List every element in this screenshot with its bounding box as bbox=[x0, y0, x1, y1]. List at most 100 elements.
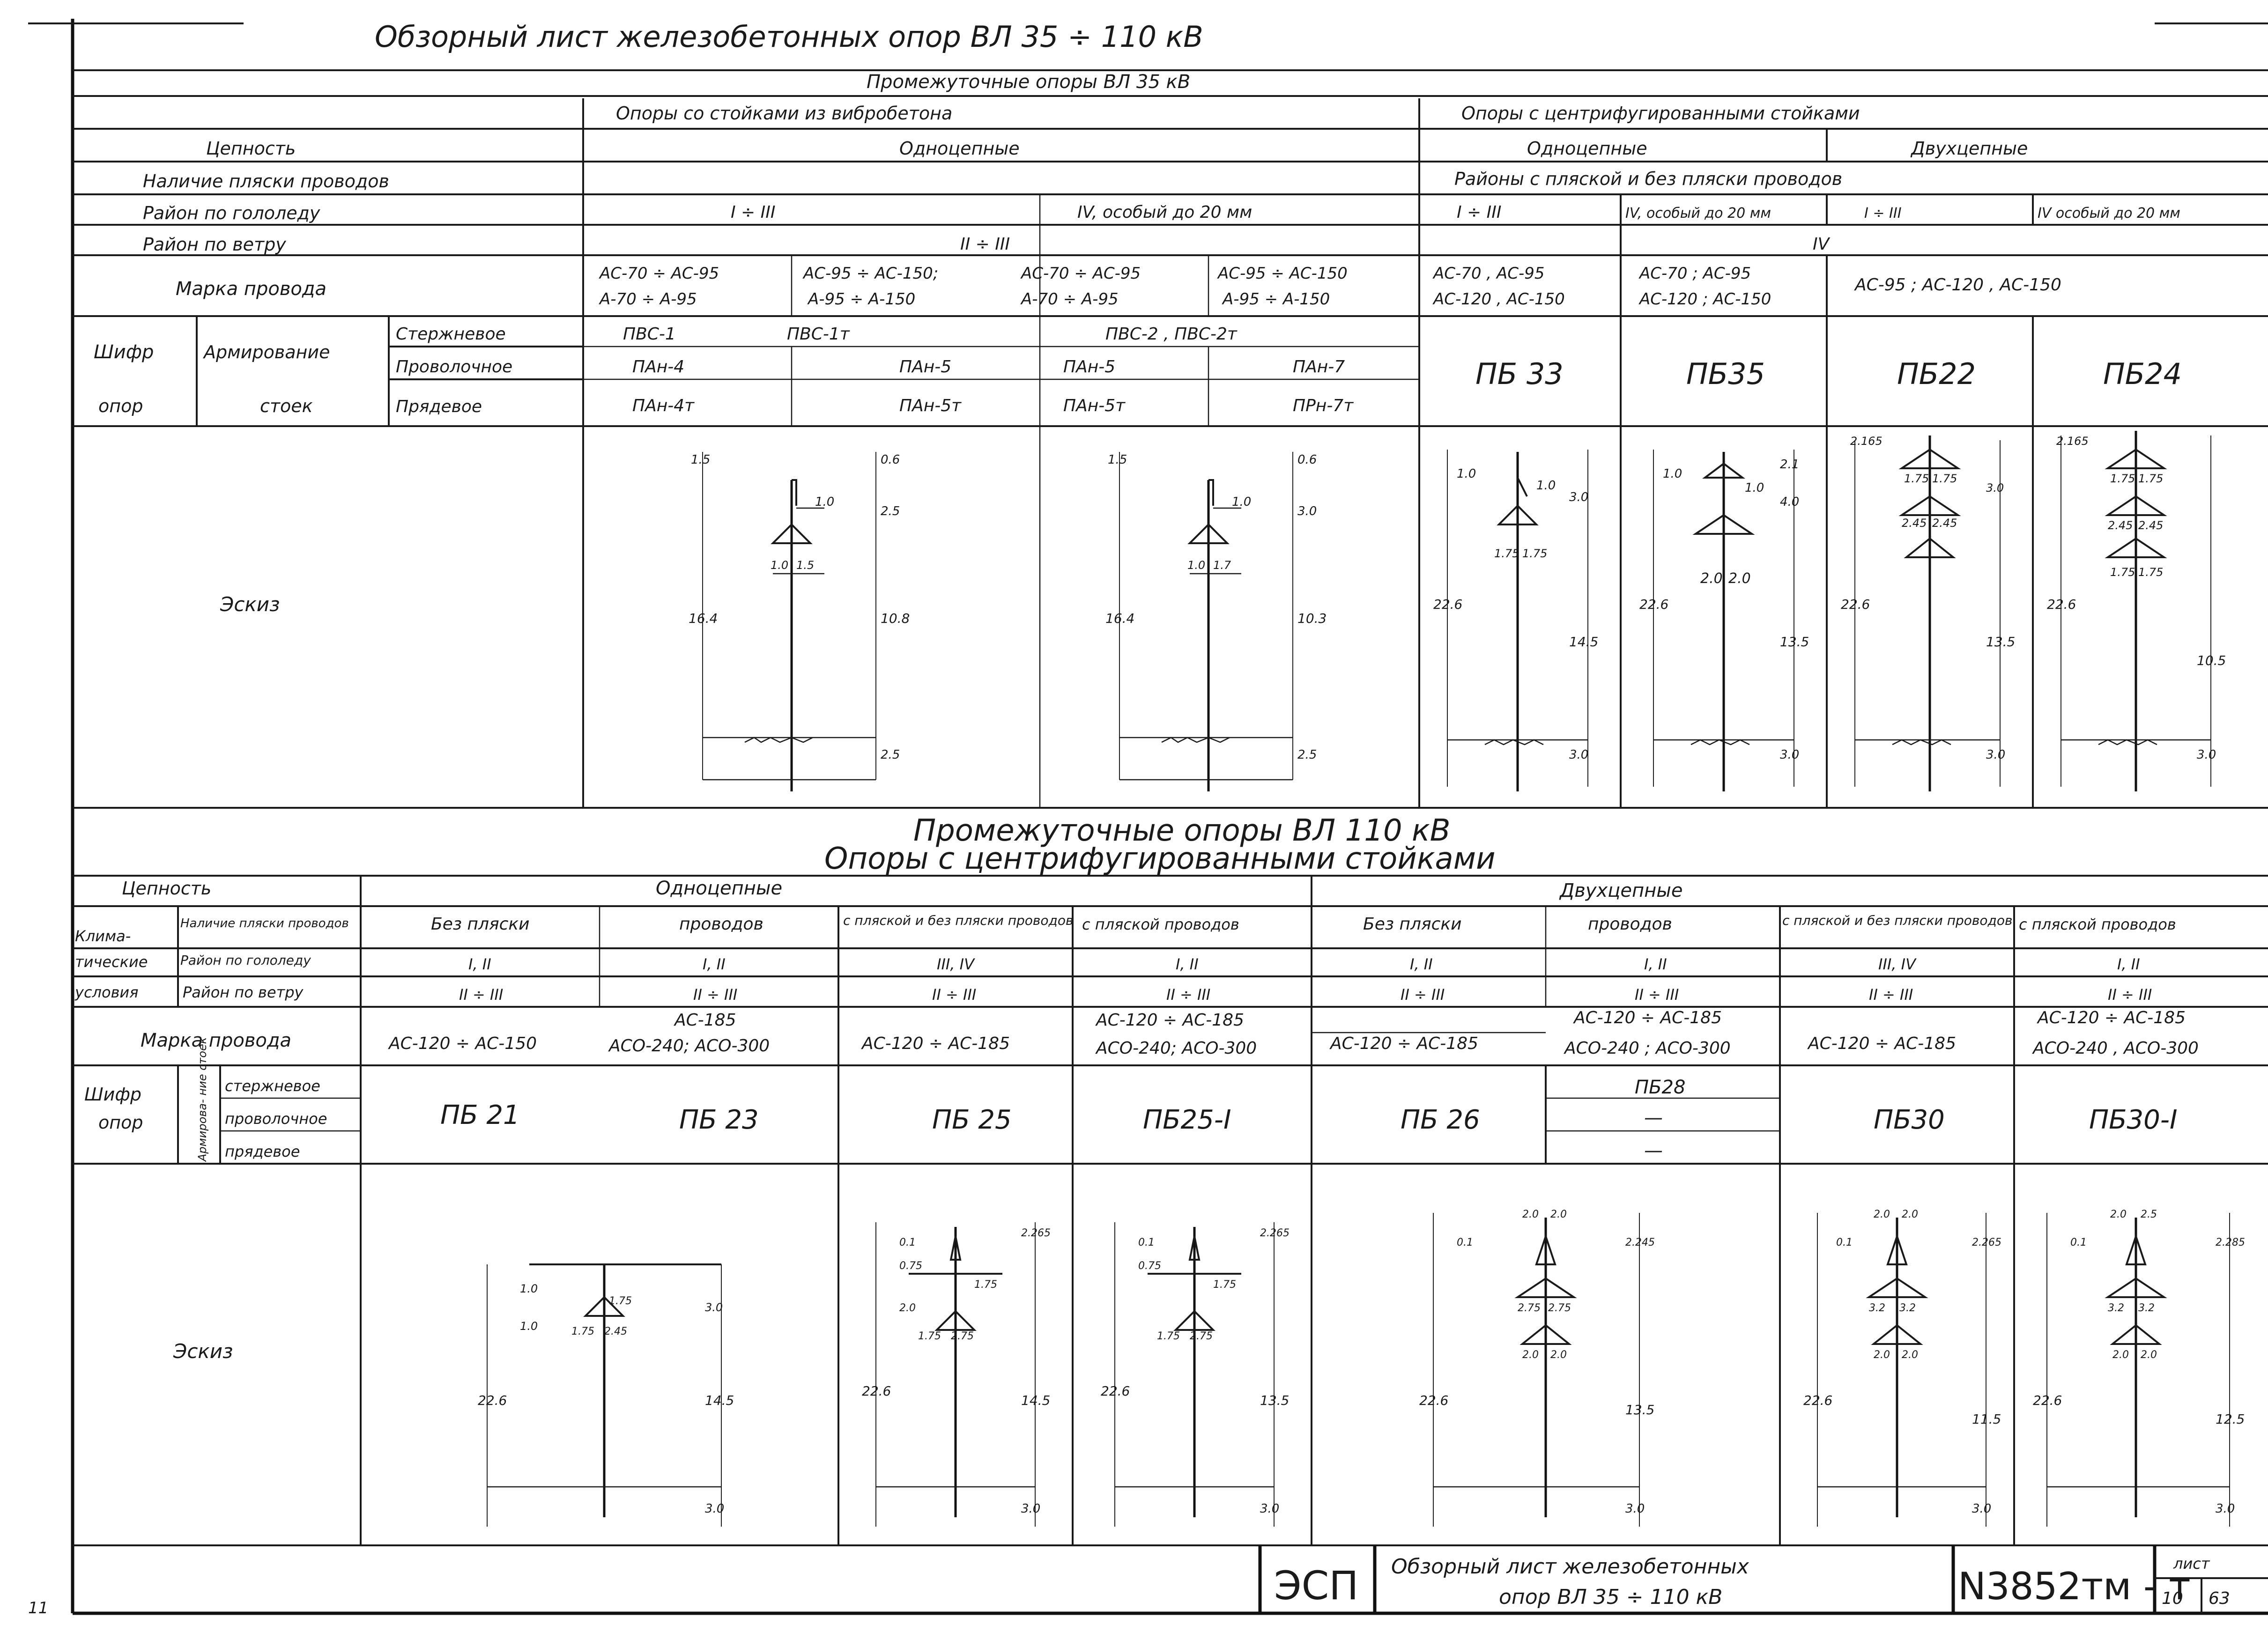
dim-pb25-e: 2.265 bbox=[1021, 1227, 1051, 1239]
part2-title-2: Опоры с центрифугированными стойками bbox=[824, 842, 1496, 876]
dim-pb30-a: 2.0 bbox=[1874, 1209, 1890, 1220]
dim-pb30-g: 2.0 bbox=[1902, 1349, 1918, 1361]
dim-p2-f: 1.7 bbox=[1213, 559, 1231, 572]
p2-gal-7: с пляской и без пляски проводов bbox=[1782, 913, 2013, 928]
part2-title-1: Промежуточные опоры ВЛ 110 кВ bbox=[913, 813, 1451, 848]
code-pb28-dash1: — bbox=[1644, 1107, 1663, 1129]
p2-wind-4: II ÷ III bbox=[1166, 986, 1210, 1004]
label-wire-r: Проволочное bbox=[396, 357, 512, 377]
p2-label-reinf: Армирова- ние стоек bbox=[196, 1037, 209, 1162]
dim-p1-g: 16.4 bbox=[689, 611, 718, 626]
sketch-pb30: 2.0 2.0 0.1 3.2 3.2 2.0 2.0 2.265 22.6 1… bbox=[1803, 1209, 2001, 1527]
ice-1: I ÷ III bbox=[731, 203, 776, 222]
sketch-pb22: 2.165 1.75 1.75 2.45 2.45 3.0 22.6 13.5 … bbox=[1841, 435, 2015, 791]
p2-label-circuit: Цепность bbox=[122, 878, 211, 899]
dim-pb25i-c: 1.75 bbox=[1213, 1279, 1236, 1291]
dim-pb26-e: 2.75 bbox=[1548, 1302, 1571, 1314]
corner-mark: 11 bbox=[28, 1599, 48, 1617]
sketch-pb24: 2.165 1.75 1.75 2.45 2.45 1.75 1.75 22.6… bbox=[2047, 431, 2226, 791]
part1-sketches: 1.5 0.6 1.0 2.5 1.0 1.5 16.4 10.8 2.5 1.… bbox=[689, 431, 2226, 791]
dim-pb30i-a: 2.0 bbox=[2110, 1209, 2127, 1220]
dim-pb26-h: 2.245 bbox=[1625, 1237, 1655, 1248]
code-pvs1: ПВС-1 bbox=[623, 325, 676, 344]
p2-label-galloping: Наличие пляски проводов bbox=[180, 916, 349, 930]
dim-pb25i-e: 2.75 bbox=[1190, 1330, 1213, 1342]
dim-pb35-d: 4.0 bbox=[1780, 495, 1799, 509]
dim-pb30-j: 11.5 bbox=[1972, 1411, 2001, 1427]
dim-pb21-h: 14.5 bbox=[705, 1393, 734, 1408]
p2-label-climate1: Клима- bbox=[75, 927, 131, 945]
dim-pb26-b: 2.0 bbox=[1550, 1209, 1567, 1220]
dim-pb30i-c: 0.1 bbox=[2070, 1237, 2087, 1248]
dim-pb21-i: 3.0 bbox=[705, 1502, 724, 1516]
dim-pb33-g: 14.5 bbox=[1569, 634, 1598, 650]
title-block: ЭСП Обзорный лист железобетонных опор ВЛ… bbox=[1258, 1545, 2268, 1613]
ice-5: I ÷ III bbox=[1864, 205, 1902, 222]
p2-wire-8a: АС-120 ÷ АС-185 bbox=[2037, 1008, 2186, 1027]
dim-pb24-j: 3.0 bbox=[2197, 748, 2216, 762]
dim-pb21-f: 3.0 bbox=[705, 1301, 723, 1314]
dim-pb30i-h: 2.285 bbox=[2216, 1237, 2245, 1248]
code-pb35: ПБ35 bbox=[1686, 357, 1765, 391]
wire-1b: А-70 ÷ А-95 bbox=[599, 290, 697, 309]
dim-pb26-i: 22.6 bbox=[1419, 1393, 1448, 1408]
p2-ice-6: I, II bbox=[1644, 955, 1667, 973]
dim-pb30i-e: 3.2 bbox=[2138, 1302, 2155, 1314]
wire-7: АС-95 ; АС-120 , АС-150 bbox=[1854, 275, 2061, 295]
dim-pb26-k: 3.0 bbox=[1625, 1502, 1645, 1516]
p2-wind-3: II ÷ III bbox=[932, 986, 976, 1004]
code-pan4t: ПАн-4т bbox=[632, 396, 695, 415]
p2-wind-1: II ÷ III bbox=[459, 986, 503, 1004]
p2-gal-6: проводов bbox=[1588, 915, 1672, 934]
dim-pb35-g: 22.6 bbox=[1639, 597, 1668, 612]
dim-pb30i-j: 12.5 bbox=[2216, 1411, 2245, 1427]
p2-gal-5: Без пляски bbox=[1363, 915, 1462, 934]
label-sketch: Эскиз bbox=[220, 593, 280, 616]
part1-row-labels: Цепность Наличие пляски проводов Район п… bbox=[94, 138, 512, 616]
dim-pb30-c: 0.1 bbox=[1836, 1237, 1853, 1248]
p2-double: Двухцепные bbox=[1559, 880, 1683, 901]
code-pb21: ПБ 21 bbox=[440, 1100, 520, 1130]
circuit-single-right: Одноцепные bbox=[1527, 138, 1647, 159]
dim-pb26-f: 2.0 bbox=[1522, 1349, 1539, 1361]
code-pb26: ПБ 26 bbox=[1401, 1105, 1480, 1135]
group-right-title: Опоры с центрифугированными стойками bbox=[1461, 103, 1860, 124]
p2-ice-7: III, IV bbox=[1878, 955, 1917, 973]
p2-gal-1: Без пляски bbox=[431, 915, 530, 934]
wire-3a: АС-70 ÷ АС-95 bbox=[1020, 264, 1141, 283]
dim-pb25-f: 1.75 bbox=[918, 1330, 941, 1342]
dim-pb33-a: 1.0 bbox=[1457, 467, 1476, 481]
p2-label-sketch: Эскиз bbox=[173, 1340, 233, 1363]
label-wind: Район по ветру bbox=[143, 234, 286, 255]
code-pb24: ПБ24 bbox=[2103, 357, 2182, 391]
ice-3: I ÷ III bbox=[1457, 203, 1502, 222]
label-reinf1: Армирование bbox=[202, 342, 330, 362]
dim-pb24-g: 1.75 bbox=[2138, 566, 2163, 579]
p2-wind-5: II ÷ III bbox=[1401, 986, 1445, 1004]
sketch-pb33: 1.0 1.0 3.0 1.75 1.75 22.6 14.5 3.0 bbox=[1433, 450, 1598, 791]
dim-p1-b: 0.6 bbox=[881, 453, 900, 467]
dim-pb26-c: 0.1 bbox=[1457, 1237, 1473, 1248]
dim-pb30-b: 2.0 bbox=[1902, 1209, 1918, 1220]
dim-pb33-e: 1.75 bbox=[1522, 547, 1547, 560]
dim-pb35-b: 2.1 bbox=[1780, 458, 1799, 472]
dim-pb30-h: 2.265 bbox=[1972, 1237, 2001, 1248]
sketch-pb35: 1.0 2.1 1.0 4.0 2.0 2.0 22.6 13.5 3.0 bbox=[1639, 450, 1809, 791]
dim-pb22-d: 2.45 bbox=[1902, 517, 1927, 530]
code-pb33: ПБ 33 bbox=[1475, 357, 1564, 391]
dim-pb24-h: 22.6 bbox=[2047, 597, 2076, 612]
stamp-name-1: Обзорный лист железобетонных bbox=[1391, 1555, 1749, 1579]
dim-pb25i-a: 0.1 bbox=[1138, 1237, 1155, 1248]
stamp-org: ЭСП bbox=[1274, 1563, 1358, 1609]
part1-subtitle: Промежуточные опоры ВЛ 35 кВ bbox=[867, 71, 1190, 93]
dim-pb26-a: 2.0 bbox=[1522, 1209, 1539, 1220]
stamp-sheets: 63 bbox=[2209, 1589, 2230, 1608]
part1-grid bbox=[73, 69, 2268, 809]
wind-left: II ÷ III bbox=[960, 235, 1010, 254]
dim-pb30i-f: 2.0 bbox=[2112, 1349, 2129, 1361]
p2-label-code2: опор bbox=[98, 1112, 143, 1133]
p2-gal-4: с пляской проводов bbox=[1082, 916, 1239, 933]
p2-ice-4: I, II bbox=[1176, 955, 1199, 973]
circuit-double: Двухцепные bbox=[1910, 138, 2028, 159]
wire-1a: АС-70 ÷ АС-95 bbox=[599, 264, 719, 283]
